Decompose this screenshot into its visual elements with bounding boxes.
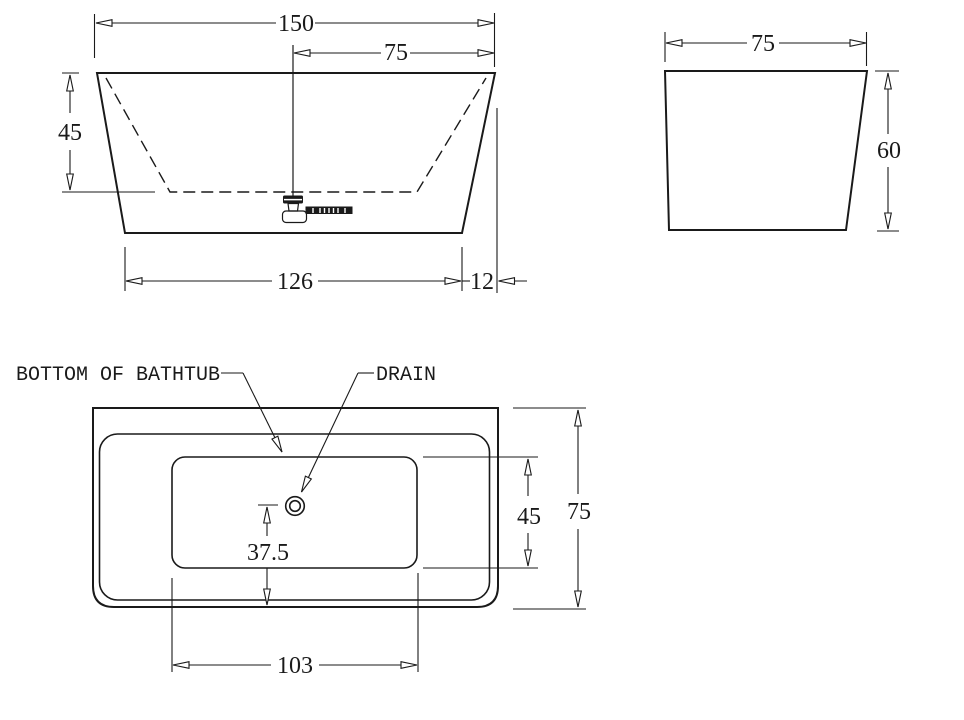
drain-elbow	[281, 210, 308, 224]
front-dim-overall-width-label: 150	[278, 11, 314, 37]
drain-pipe-threads	[312, 208, 346, 213]
plan-dim-basin-width	[423, 456, 538, 569]
front-dim-bottom-edge-offset-label: 12	[470, 269, 494, 295]
plan-dim-overall-depth	[513, 407, 586, 610]
side-dim-top-width	[664, 32, 868, 66]
drain-leader	[300, 372, 374, 493]
side-dim-height-label: 60	[877, 138, 901, 164]
plan-dim-basin-length-label: 103	[277, 653, 313, 679]
plan-drain-inner-circle	[288, 499, 302, 513]
side-dim-top-width-label: 75	[751, 31, 775, 57]
plan-dim-overall-depth-label: 75	[567, 499, 591, 525]
plan-dim-basin-length	[171, 573, 419, 672]
side-view: 75 60	[663, 31, 901, 232]
plan-inner-rim-outline	[98, 433, 491, 601]
bottom-of-bathtub-leader	[221, 372, 283, 453]
front-view: 150 75 45 126 12	[58, 11, 527, 295]
plan-drain-outer-circle	[284, 495, 306, 517]
front-dim-bottom-width-label: 126	[277, 269, 313, 295]
front-drain-assembly	[281, 195, 353, 224]
plan-outer-rim-outline	[92, 407, 499, 608]
front-dim-inner-depth	[62, 72, 155, 193]
front-tub-outline	[95, 72, 497, 234]
plan-basin-bottom-outline	[171, 456, 418, 569]
front-dim-inner-depth-label: 45	[58, 120, 82, 146]
front-dim-center-to-edge-label: 75	[384, 40, 408, 66]
plan-dim-basin-width-label: 45	[517, 504, 541, 530]
side-dim-height	[875, 70, 899, 232]
side-tub-outline	[663, 70, 869, 231]
front-dim-bottom-width	[124, 108, 527, 293]
plan-view: BOTTOM OF BATHTUB DRAIN 37.5 103	[16, 364, 591, 679]
front-basin-hidden-line	[105, 77, 487, 193]
plan-dim-drain-to-edge	[258, 504, 278, 606]
drain-label: DRAIN	[376, 364, 436, 387]
plan-dim-drain-to-edge-label: 37.5	[247, 540, 289, 566]
drain-stem	[287, 202, 300, 212]
front-dim-overall-width	[93, 13, 496, 67]
bottom-of-bathtub-label: BOTTOM OF BATHTUB	[16, 364, 220, 387]
